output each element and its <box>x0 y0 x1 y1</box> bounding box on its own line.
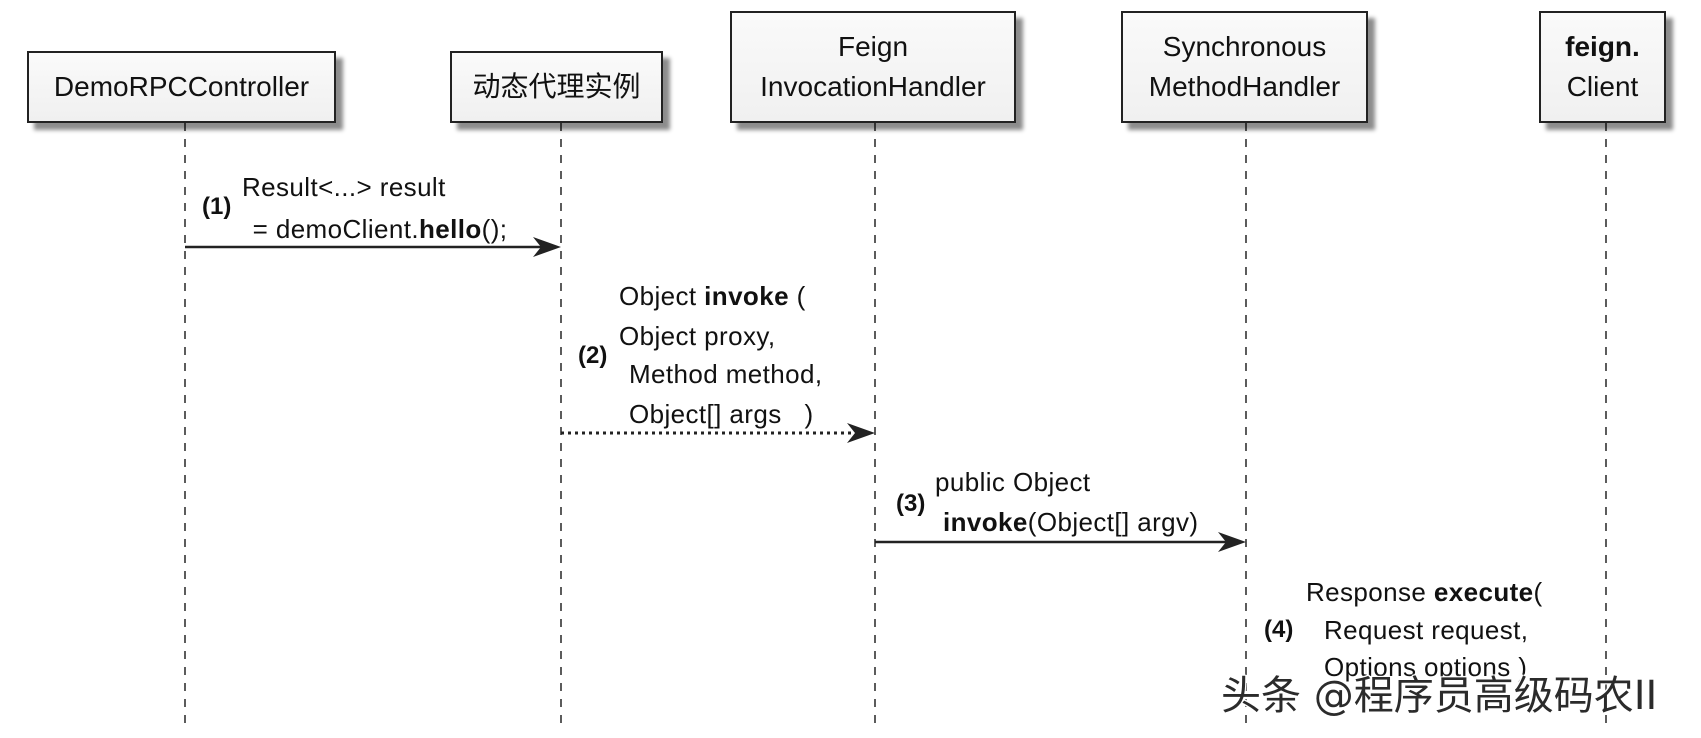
participant-invocation-handler: Feign InvocationHandler <box>730 11 1016 123</box>
message-4-label-line3: Options options ) <box>1324 652 1528 682</box>
message-1-number: (1) <box>202 193 232 220</box>
message-2-label-line2: Object proxy, <box>619 321 776 351</box>
participant-label-line2: InvocationHandler <box>760 71 986 102</box>
participant-label-line2: Client <box>1566 71 1639 102</box>
message-3-number: (3) <box>896 490 926 517</box>
participant-label: 动态代理实例 <box>472 71 641 102</box>
message-4-number: (4) <box>1264 616 1294 643</box>
message-4-label-line1: Response execute( <box>1306 577 1543 607</box>
message-text: Object <box>619 281 705 311</box>
participant-label: DemoRPCController <box>53 71 310 102</box>
message-3-label-line2: invoke(Object[] argv) <box>943 507 1199 537</box>
message-text: ( <box>788 281 806 311</box>
watermark-text: 头条 @程序员高级码农II <box>1221 673 1658 719</box>
participant-label-line1: Synchronous <box>1162 31 1327 62</box>
message-1-label-line2: = demoClient.hello(); <box>245 214 507 244</box>
message-4-label-line2: Request request, <box>1324 615 1529 645</box>
message-text: Response <box>1306 577 1434 607</box>
message-text: = demoClient. <box>245 214 419 244</box>
message-2-arrowhead <box>847 423 875 443</box>
participant-feign-client: feign. Client <box>1539 11 1666 123</box>
participant-label-line1: Feign <box>837 31 909 62</box>
method-name: execute <box>1433 577 1534 607</box>
message-2-number: (2) <box>578 342 608 369</box>
message-1-label-line1: Result<...> result <box>242 172 446 202</box>
method-name: invoke <box>943 507 1028 537</box>
method-name: invoke <box>704 281 789 311</box>
message-1-arrowhead <box>533 237 561 257</box>
message-text: ( <box>1533 577 1543 607</box>
participant-method-handler: Synchronous MethodHandler <box>1121 11 1368 123</box>
participant-proxy-instance: 动态代理实例 <box>450 51 663 123</box>
message-2-label-line4: Object[] args ) <box>629 399 814 429</box>
message-3-label-line1: public Object <box>935 467 1091 497</box>
method-name: hello <box>418 214 482 244</box>
message-3-arrowhead <box>1218 532 1246 552</box>
message-2-label-line3: Method method, <box>629 359 823 389</box>
participant-label-line2: MethodHandler <box>1148 71 1341 102</box>
participant-label-line1: feign. <box>1565 31 1640 62</box>
message-text: (); <box>481 214 508 244</box>
participant-demo-controller: DemoRPCController <box>27 51 336 123</box>
message-2-label-line1: Object invoke ( <box>619 281 806 311</box>
message-text: (Object[] argv) <box>1027 507 1199 537</box>
